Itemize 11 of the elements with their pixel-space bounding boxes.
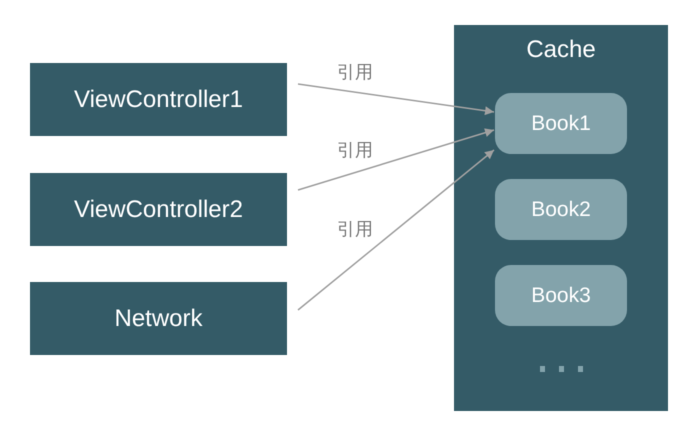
controller-box: ViewController1 xyxy=(30,63,287,136)
panel-title: Cache xyxy=(525,36,597,64)
cache-panel xyxy=(454,25,668,411)
book-box: Book2 xyxy=(495,179,627,240)
arrow xyxy=(298,128,494,191)
book-box: Book3 xyxy=(495,265,627,326)
arrow xyxy=(298,83,494,116)
network-box: Network xyxy=(30,282,287,355)
book-box: Book1 xyxy=(495,93,627,154)
arrow xyxy=(298,149,494,311)
controller-box: ViewController2 xyxy=(30,173,287,246)
